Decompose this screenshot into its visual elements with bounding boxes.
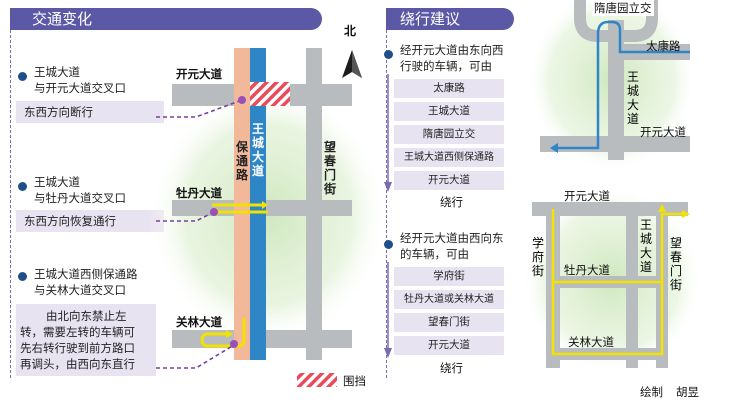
- credit-label: 绘制: [640, 385, 663, 399]
- route2-end: 绕行: [440, 361, 463, 375]
- traffic-changes-header: 交通变化: [10, 8, 322, 30]
- mudan-eastbound-arrowhead: [262, 201, 268, 209]
- r2-yellow-route-guanlin: [551, 282, 664, 356]
- item3-note-line2: 转，需要左转的车辆可: [20, 325, 135, 339]
- north-arrow-shade: [352, 50, 362, 78]
- item3-note-line4: 再调头，由西向东直行: [20, 357, 135, 371]
- route1-arrow-head: [384, 182, 392, 192]
- baotong-road-label: 保通路: [236, 140, 249, 182]
- route2-arrow: [384, 262, 392, 358]
- r2-kaiyuan-label: 开元大道: [564, 189, 610, 203]
- credit-author: 胡昱: [676, 385, 699, 399]
- item2-note: 东西方向恢复通行: [16, 210, 164, 232]
- r2-yellow-route-arrowhead: [682, 210, 690, 218]
- item2-title: 王城大道 与牡丹大道交叉口: [34, 174, 126, 206]
- r1-blue-route: [554, 20, 690, 150]
- item1-bullet: [18, 72, 27, 81]
- guanlin-uturn-arrow: [200, 318, 246, 348]
- detour-suggestions-header: 绕行建议: [386, 8, 514, 30]
- item1-title-line1: 王城大道: [34, 65, 80, 79]
- route2-step-1: 学府街: [394, 267, 504, 286]
- item1-note: 东西方向断行: [16, 101, 164, 123]
- leader-dot-1: [238, 96, 246, 104]
- route1-intro: 经开元大道由东向西 行驶的车辆，可由: [400, 42, 504, 74]
- r2-wangcheng-label: 王城大道: [640, 218, 653, 274]
- wangchun-road-label: 望春门街: [324, 140, 337, 196]
- route1-intro-line2: 行驶的车辆，可由: [400, 59, 492, 73]
- r1-suitang-label: 隋唐园立交: [592, 0, 654, 16]
- wangcheng-road-label: 王城大道: [252, 122, 265, 178]
- item2-title-line2: 与牡丹大道交叉口: [34, 191, 126, 205]
- r1-suitang-interchange: [574, 0, 658, 42]
- leader-dot-3: [230, 340, 238, 348]
- guanlin-uturn-arrowhead: [226, 330, 233, 338]
- route2-bullet: [384, 240, 393, 249]
- item1-title-line2: 与开元大道交叉口: [34, 81, 126, 95]
- r2-mudan-label: 牡丹大道: [564, 263, 610, 277]
- route1-step-2: 王城大道: [394, 102, 504, 121]
- item3-bullet: [18, 272, 27, 281]
- item3-title: 王城大道西侧保通路 与关林大道交叉口: [34, 266, 138, 298]
- item2-title-line1: 王城大道: [34, 175, 80, 189]
- route2-step-4: 开元大道: [394, 336, 504, 355]
- r2-kaiyuan-road: [532, 202, 688, 216]
- r2-xuefu-label: 学府街: [532, 236, 545, 278]
- leader-dot-2: [210, 208, 218, 216]
- route2-step-2: 牡丹大道或关林大道: [394, 290, 504, 309]
- route1-step-1: 太康路: [394, 79, 504, 98]
- route1-step-5: 开元大道: [394, 171, 504, 190]
- left-panel-guide-line: [10, 30, 11, 378]
- item1-title: 王城大道 与开元大道交叉口: [34, 64, 126, 96]
- guanlin-road-label: 关林大道: [176, 315, 222, 329]
- item3-note-line1: 由北向东禁止左: [46, 309, 127, 323]
- r1-kaiyuan-label: 开元大道: [640, 125, 686, 139]
- r1-wangcheng-road: [608, 20, 624, 160]
- route2-intro: 经开元大道由西向东 的车辆，可由: [400, 230, 504, 262]
- item2-bullet: [18, 182, 27, 191]
- item3-note-line3: 先右转行驶到前方路口: [20, 341, 135, 355]
- item3-title-line1: 王城大道西侧保通路: [34, 267, 138, 281]
- route1-bullet: [384, 50, 393, 59]
- item3-title-line2: 与关林大道交叉口: [34, 283, 126, 297]
- route2-intro-line1: 经开元大道由西向东: [400, 231, 504, 245]
- route2-step-3: 望春门街: [394, 313, 504, 332]
- r1-taikang-label: 太康路: [646, 39, 681, 53]
- wangchun-road: [306, 48, 322, 360]
- r2-guanlin-label: 关林大道: [568, 335, 614, 349]
- kaiyuan-road-label: 开元大道: [176, 67, 222, 81]
- r1-blue-route-arrowhead: [550, 143, 558, 153]
- detour-guide-line: [386, 30, 387, 378]
- r1-wangcheng-label: 王城大道: [627, 70, 640, 126]
- route1-step-3: 隋唐园立交: [394, 125, 504, 144]
- leader-line-1: [156, 99, 243, 118]
- r2-wangchun-label: 望春门街: [670, 236, 683, 292]
- legend-barrier-label: 围挡: [343, 374, 366, 388]
- route1-end: 绕行: [440, 195, 463, 209]
- route2-intro-line2: 的车辆，可由: [400, 247, 469, 261]
- route1-arrow: [384, 74, 392, 192]
- route2-arrow-head: [384, 348, 392, 358]
- route1-step-4: 王城大道西侧保通路: [394, 148, 504, 167]
- mudan-road-label: 牡丹大道: [176, 186, 222, 200]
- route1-intro-line1: 经开元大道由东向西: [400, 43, 504, 57]
- construction-barrier-zone: [250, 82, 290, 106]
- north-label: 北: [344, 24, 357, 38]
- item3-note: 由北向东禁止左 转，需要左转的车辆可 先右转行驶到前方路口 再调头，由西向东直行: [16, 304, 156, 376]
- r2-yellow-route-arrowhead-2: [658, 204, 666, 212]
- legend-barrier-swatch: [297, 373, 337, 387]
